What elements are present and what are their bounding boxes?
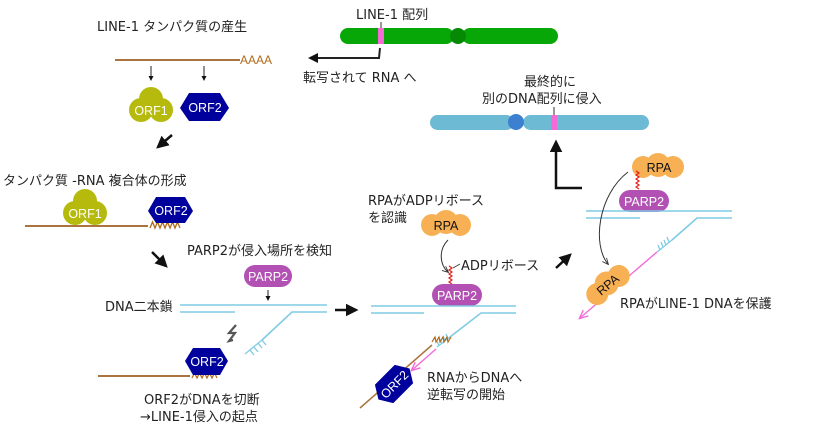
transcription-arrow: [308, 47, 381, 63]
poly-a-tail: AAAA: [240, 53, 272, 67]
parp2-protein: PARP2: [244, 265, 292, 287]
adp-ribose-chain: [634, 170, 641, 190]
orf2-label: ORF2: [188, 101, 221, 115]
step-complex-formation: タンパク質 -RNA 複合体の形成 ORF1 ORF2: [3, 173, 193, 268]
source-chromosome: LINE-1 配列 転写されて RNA へ: [303, 8, 558, 86]
step-rpa-protection: RPA PARP2 RPA RPAがLINE-1 DNAを保護: [549, 139, 772, 318]
reverse-transcription-label-line1: RNAからDNAへ: [427, 371, 522, 386]
chromosome-left-arm: [430, 115, 514, 130]
protein-production-label: LINE-1 タンパク質の産生: [97, 19, 247, 35]
new-dna-strand: [412, 348, 437, 370]
rpa-label: RPA: [434, 219, 459, 233]
step-arrow-4: [555, 253, 572, 269]
adp-ribose-pointer: [452, 263, 461, 269]
adp-ribose-label: ADPリボース: [461, 259, 539, 274]
centromere: [450, 28, 466, 44]
line1-locus: [378, 28, 384, 44]
final-insertion-label-line2: 別のDNA配列に侵入: [482, 91, 602, 107]
parp2-detects-label: PARP2が侵入場所を検知: [187, 243, 332, 259]
dna-bottom-strand-right: [671, 217, 732, 241]
step-protein-production: LINE-1 タンパク質の産生 AAAA ORF1 ORF2: [97, 19, 272, 149]
rpa-recognizes-label-line1: RPAがADPリボース: [368, 194, 484, 209]
centromere: [508, 114, 524, 130]
dna-bottom-strand-right: [261, 311, 327, 341]
parp2-label: PARP2: [624, 195, 664, 209]
transcribed-label: 転写されて RNA へ: [303, 71, 417, 86]
orf2-cuts-label-line2: →LINE-1侵入の起点: [140, 409, 258, 425]
orf1-label: ORF1: [134, 104, 167, 118]
chromosome-right-arm: [462, 28, 558, 44]
parp2-protein: PARP2: [619, 190, 669, 212]
orf1-protein: ORF1: [63, 189, 107, 225]
final-insertion-label-line1: 最終的に: [524, 74, 576, 90]
rpa-transfer-arrow: [598, 171, 629, 264]
rpa-label: RPA: [647, 161, 672, 175]
step-arrow-5: [549, 139, 582, 190]
step-parp2-detection: PARP2が侵入場所を検知 PARP2 DNA二本鎖 ORF2 ORF2がDNA…: [98, 243, 359, 425]
poly-a-tail: [149, 220, 181, 230]
poly-a-tail: [431, 335, 452, 344]
recognition-arrow: [440, 239, 448, 272]
lightning-bolt-icon: [226, 324, 238, 343]
orf2-cuts-label-line1: ORF2がDNAを切断: [144, 393, 260, 408]
complex-formation-label: タンパク質 -RNA 複合体の形成: [3, 173, 187, 189]
orf2-protein: ORF2: [374, 364, 414, 404]
dna-double-strand-label: DNA二本鎖: [105, 299, 173, 315]
orf2-protein: ORF2: [180, 93, 229, 121]
target-chromosome: 最終的に 別のDNA配列に侵入: [430, 74, 649, 130]
orf1-protein: ORF1: [129, 87, 173, 122]
line1-sequence-label: LINE-1 配列: [356, 8, 428, 23]
rpa-protein: RPA: [632, 153, 684, 178]
chromosome-left-arm: [340, 28, 454, 44]
step-reverse-transcription: RPAがADPリボース を認識 RPA ADPリボース PARP2: [359, 194, 572, 409]
adp-ribose-chain: [447, 265, 454, 285]
reverse-transcription-label-line2: 逆転写の開始: [427, 387, 505, 403]
rpa-protects-label: RPAがLINE-1 DNAを保護: [620, 296, 772, 312]
parp2-label: PARP2: [437, 289, 477, 303]
orf2-protein: ORF2: [185, 348, 228, 375]
orf2-label: ORF2: [190, 355, 223, 369]
orf1-label: ORF1: [68, 207, 101, 221]
poly-t-overhang: [244, 339, 267, 356]
step-arrow-1: [156, 134, 173, 149]
poly-t-segment: [656, 236, 673, 253]
orf2-label: ORF2: [154, 204, 187, 218]
parp2-protein: PARP2: [432, 284, 482, 306]
line1-insertion-site: [551, 115, 557, 130]
rpa-recognizes-label-line2: を認識: [368, 210, 407, 226]
dna-bottom-strand-right: [449, 312, 516, 338]
parp2-label: PARP2: [248, 270, 288, 284]
rpa-protein: RPA: [421, 210, 471, 236]
chromosome-right-arm: [523, 115, 649, 130]
orf2-protein: ORF2: [148, 197, 193, 223]
step-arrow-2: [151, 251, 168, 268]
rpa-protein-bound: RPA: [586, 265, 630, 305]
